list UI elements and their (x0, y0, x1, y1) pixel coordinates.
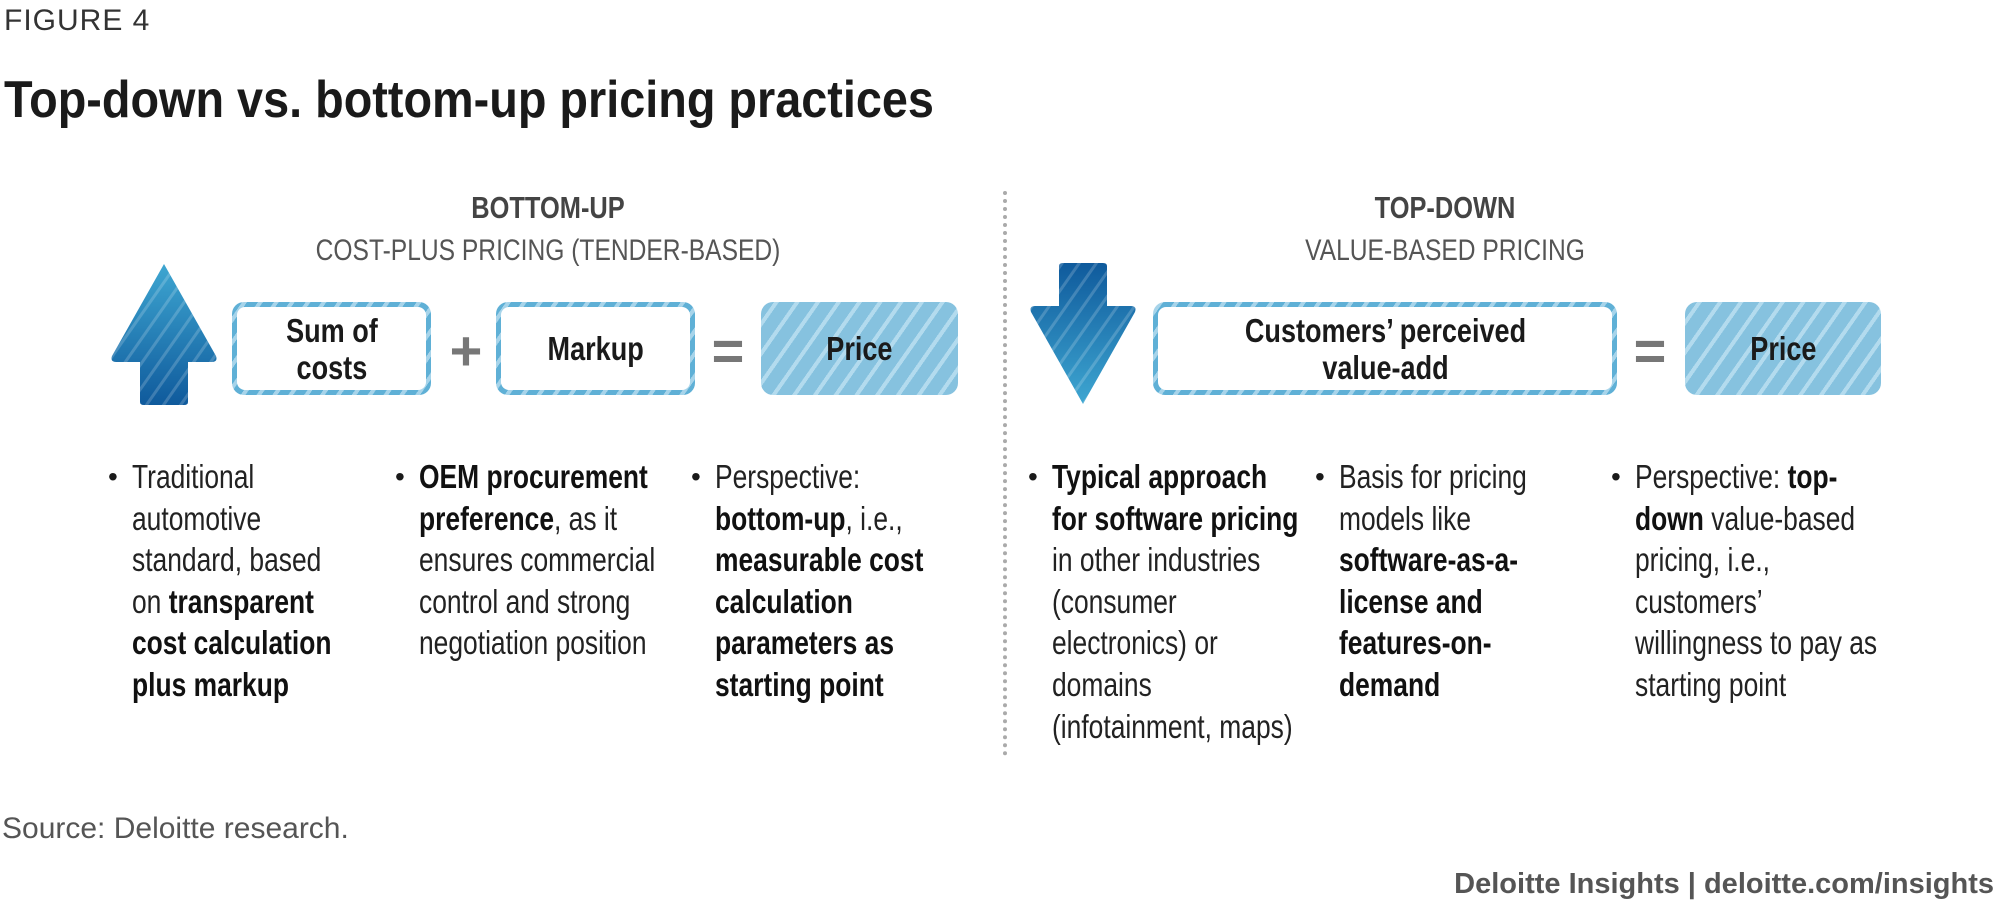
top-down-header: TOP-DOWN VALUE-BASED PRICING (1158, 190, 1732, 268)
bullet-icon: • (691, 461, 701, 492)
price-box-top-down: Price (1685, 302, 1881, 395)
bullet-text: Basis for pricing models like software-a… (1339, 456, 1569, 706)
box-label: Price (1749, 330, 1817, 367)
footer-credit: Deloitte Insights | deloitte.com/insight… (1454, 868, 1994, 900)
bullet-icon: • (395, 461, 405, 492)
equals-operator: = (711, 319, 745, 382)
box-label: Price (826, 330, 893, 367)
box-label-line: value-add (1321, 348, 1449, 386)
section-divider (1003, 191, 1007, 756)
plus-operator: + (449, 319, 483, 382)
bullet-icon: • (1611, 461, 1621, 492)
price-box-bottom-up: Price (761, 302, 958, 395)
bullet-text-bold: measurable cost calculation parameters a… (715, 541, 924, 703)
bullet-text: Typical approach for software pricing in… (1052, 456, 1302, 747)
bullet-text-segment: in other industries (consumer electronic… (1052, 541, 1293, 745)
figure-title: Top-down vs. bottom-up pricing practices (4, 71, 934, 129)
bullet-text-bold: bottom-up (715, 499, 846, 537)
bullet-text-bold: Typical approach for software pricing (1052, 458, 1299, 537)
bottom-up-heading: BOTTOM-UP (471, 190, 625, 225)
bullet-text: Perspective: top-down value-based pricin… (1635, 456, 1880, 706)
bullet-text-segment: Perspective: (1635, 458, 1788, 495)
bullet-icon: • (1315, 461, 1325, 492)
bottom-up-header: BOTTOM-UP COST-PLUS PRICING (TENDER-BASE… (261, 190, 835, 268)
top-down-heading: TOP-DOWN (1374, 190, 1516, 225)
bullet-text: Traditional automotive standard, based o… (132, 456, 342, 706)
bullet-text-segment: Traditional automotive standard, based o… (132, 458, 322, 620)
bottom-up-subheading: COST-PLUS PRICING (TENDER-BASED) (315, 234, 781, 267)
bullet-text: Perspective: bottom-up, i.e., measurable… (715, 456, 965, 706)
bullet-text-bold: software-as-a-license and features-on-de… (1339, 541, 1518, 703)
bullet-text-segment: value-based pricing, i.e., customers’ wi… (1635, 499, 1878, 703)
equals-operator: = (1633, 319, 1667, 382)
box-label-line: Customers’ perceived (1244, 311, 1526, 349)
bullet-icon: • (1028, 461, 1038, 492)
markup-box: Markup (496, 302, 695, 395)
bullet-text-bold: transparent cost calculation plus markup (132, 582, 332, 703)
bullet-text-bold: OEM procurement preference (419, 458, 648, 537)
figure-label: FIGURE 4 (4, 4, 151, 37)
box-label-line: Sum of (285, 311, 378, 349)
bullet-text-bold: top-down (1635, 458, 1838, 537)
bullet-text-segment: Basis for pricing models like (1339, 458, 1527, 537)
box-label-line: costs (296, 348, 367, 386)
bullet-text-segment: , i.e., (845, 499, 903, 537)
arrow-down-icon (1030, 263, 1136, 404)
bullet-icon: • (108, 461, 118, 492)
box-label: Markup (547, 330, 644, 367)
top-down-subheading: VALUE-BASED PRICING (1305, 234, 1585, 267)
bullet-text: OEM procurement preference, as it ensure… (419, 456, 679, 664)
bullet-text-segment: Perspective: (715, 458, 861, 495)
bullet-text-segment: , as it ensures commercial control and s… (419, 499, 656, 662)
arrow-up-icon (111, 264, 217, 405)
source-note: Source: Deloitte research. (2, 812, 349, 845)
